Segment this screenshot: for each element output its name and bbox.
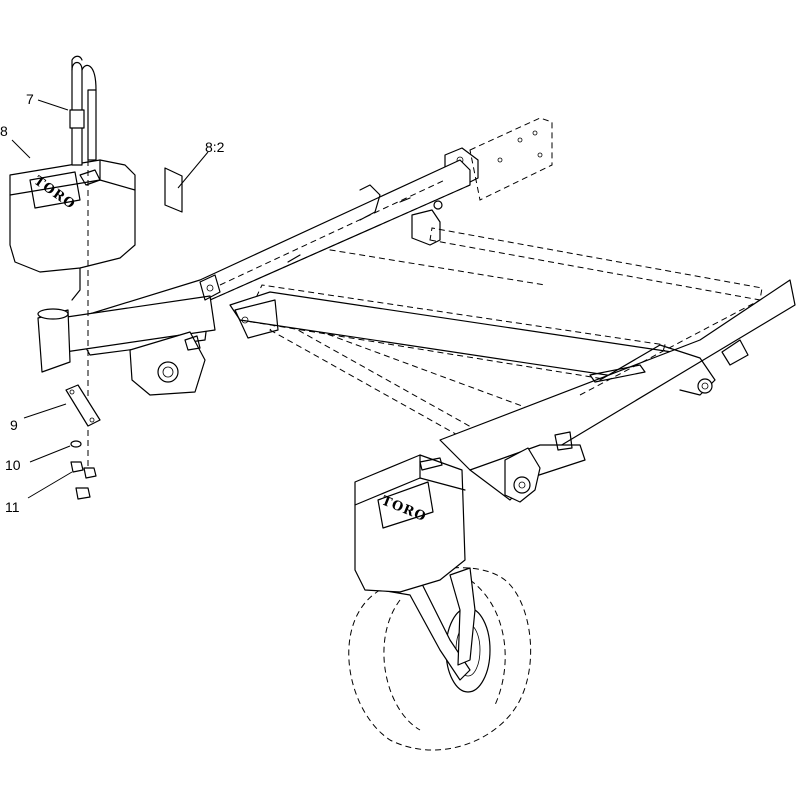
callout-8-2: 8:2 bbox=[205, 139, 225, 155]
callout-8: 8 bbox=[0, 123, 8, 139]
callout-11: 11 bbox=[5, 499, 20, 515]
decal bbox=[164, 167, 183, 213]
caster-pin bbox=[69, 55, 97, 470]
nut bbox=[75, 487, 91, 500]
leader-7 bbox=[37, 99, 69, 111]
hardware-stack bbox=[70, 440, 97, 500]
frame-front-crossmember bbox=[229, 291, 681, 381]
leader-10 bbox=[29, 445, 71, 463]
callout-7: 7 bbox=[26, 91, 34, 107]
washer bbox=[70, 440, 82, 448]
callout-leaders bbox=[11, 99, 209, 499]
left-caster-arm bbox=[59, 274, 221, 396]
logo-plate bbox=[377, 481, 434, 529]
bracket bbox=[65, 384, 101, 427]
left-caster-cover: TORO bbox=[9, 159, 136, 301]
logo-plate bbox=[29, 171, 81, 209]
right-caster-arm bbox=[469, 431, 586, 503]
callout-10: 10 bbox=[5, 457, 21, 473]
nut bbox=[83, 467, 97, 479]
leader-8-2 bbox=[177, 151, 209, 189]
nut bbox=[70, 461, 84, 473]
caster-wheel bbox=[348, 567, 532, 751]
leader-11 bbox=[27, 471, 73, 499]
leader-8 bbox=[11, 139, 31, 159]
leader-9 bbox=[23, 403, 67, 419]
left-spindle-housing bbox=[37, 308, 71, 373]
right-caster-cover: TORO bbox=[354, 454, 466, 593]
callout-9: 9 bbox=[10, 417, 18, 433]
frame-right-rail bbox=[439, 279, 796, 471]
